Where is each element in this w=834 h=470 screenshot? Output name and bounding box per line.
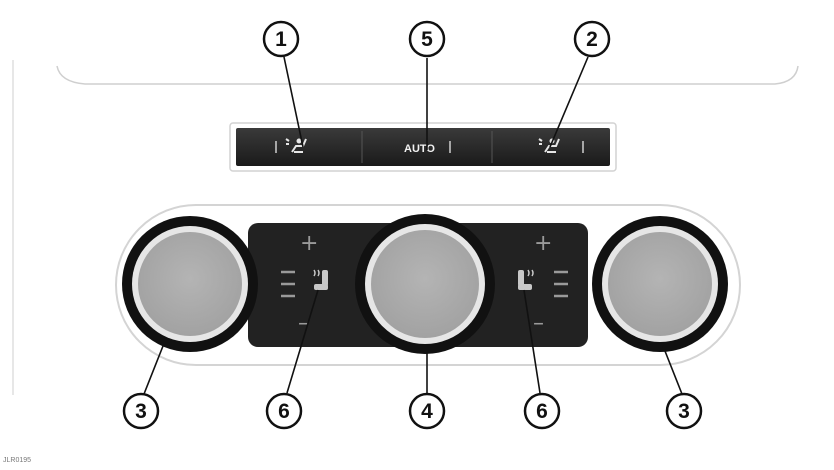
button-strip: AUTO <box>229 122 617 172</box>
left-plus-symbol[interactable]: + <box>300 231 318 256</box>
svg-text:5: 5 <box>421 28 433 51</box>
svg-text:4: 4 <box>421 400 433 423</box>
right-minus-symbol[interactable]: – <box>533 311 544 336</box>
control-panel: + – + – <box>115 204 741 366</box>
callout-5: 5 <box>408 20 446 58</box>
top-bracket-line <box>56 65 799 85</box>
svg-text:2: 2 <box>586 28 598 51</box>
callout-3-left: 3 <box>122 392 160 430</box>
left-minus-symbol[interactable]: – <box>298 311 309 336</box>
heated-seat-left-icon[interactable] <box>313 269 328 290</box>
svg-text:3: 3 <box>135 400 147 423</box>
left-heat-level-bars <box>281 270 295 298</box>
center-fan-knob[interactable] <box>355 214 495 354</box>
svg-text:3: 3 <box>678 400 690 423</box>
right-temperature-knob[interactable] <box>592 216 728 352</box>
callout-4: 4 <box>408 392 446 430</box>
callout-3-right: 3 <box>665 392 703 430</box>
heated-seat-right-icon[interactable] <box>518 269 534 290</box>
image-code: JLR0195 <box>3 457 31 464</box>
svg-text:1: 1 <box>275 28 287 51</box>
svg-text:6: 6 <box>536 400 548 423</box>
callout-2: 2 <box>573 20 611 58</box>
driver-airflow-icon <box>285 138 307 153</box>
svg-text:6: 6 <box>278 400 290 423</box>
right-plus-symbol[interactable]: + <box>534 231 552 256</box>
leader-lines <box>143 56 683 395</box>
right-heat-level-bars <box>554 270 568 298</box>
driver-airflow-button[interactable] <box>236 128 362 166</box>
callout-6-left: 6 <box>265 392 303 430</box>
left-temperature-knob[interactable] <box>122 216 258 352</box>
callout-1: 1 <box>262 20 300 58</box>
callout-6-right: 6 <box>523 392 561 430</box>
passenger-airflow-button[interactable] <box>492 128 610 166</box>
auto-button-label: AUTO <box>404 143 435 155</box>
